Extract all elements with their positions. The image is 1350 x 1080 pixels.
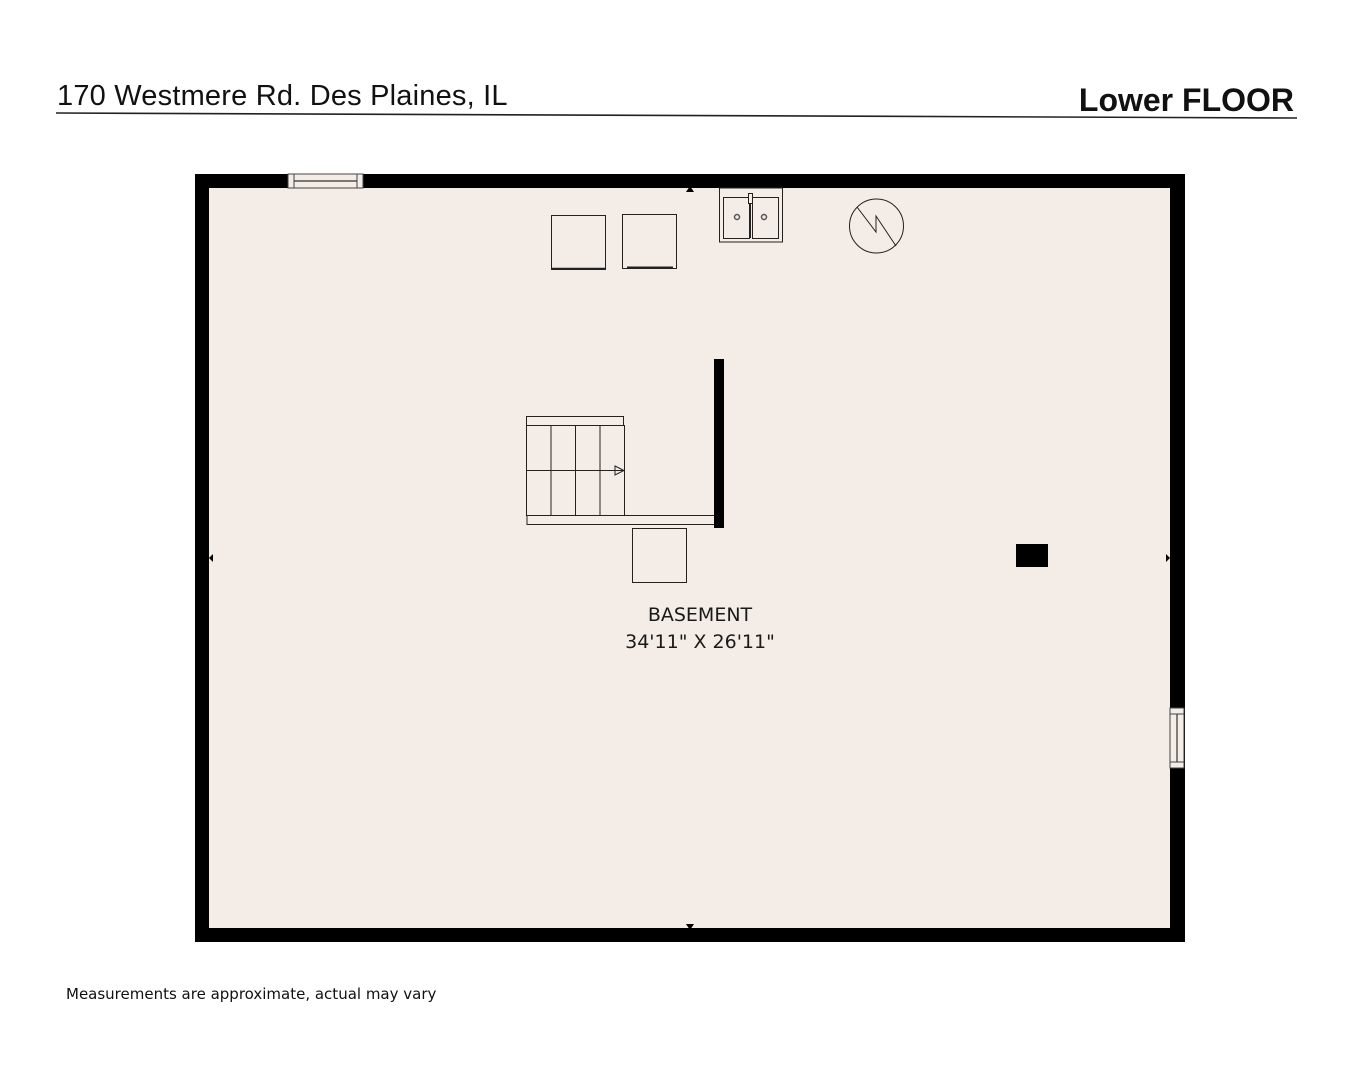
staircase-icon [526,416,719,525]
appliance-box-2-icon [622,214,677,269]
window-right-icon [1169,707,1185,769]
marker-top-icon [686,186,694,192]
double-sink-icon [719,187,783,243]
marker-right-icon [1166,554,1170,562]
support-post-icon [1016,544,1048,567]
header-underline [55,112,1298,119]
basement-floor [209,188,1170,928]
measurement-disclaimer: Measurements are approximate, actual may… [66,985,437,1003]
window-top-icon [287,173,364,189]
partition-wall [714,359,724,528]
water-heater-icon [849,198,904,254]
floor-title: Lower FLOOR [1078,82,1294,118]
room-dimensions: 34'11" X 26'11" [625,631,775,653]
appliance-box-3-icon [632,528,687,583]
room-name: BASEMENT [647,604,753,626]
room-label-basement: BASEMENT 34'11" X 26'11" [600,602,800,656]
marker-left-icon [209,554,213,562]
property-address: 170 Westmere Rd. Des Plaines, IL [57,80,508,112]
appliance-box-1-icon [551,215,606,270]
marker-bottom-icon [686,924,694,930]
